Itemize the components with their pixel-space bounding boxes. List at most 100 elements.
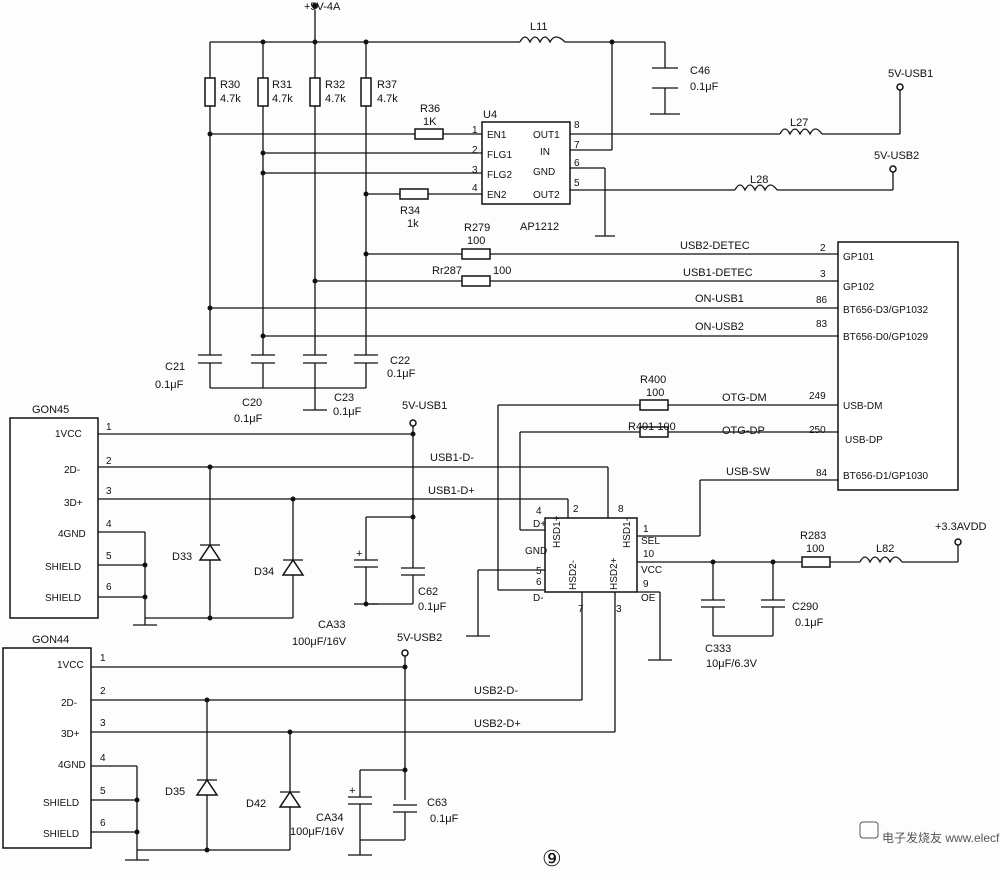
watermark-text: 电子发烧友 www.elecfans.com	[882, 830, 1000, 845]
gon45-num-6: 6	[106, 582, 112, 593]
gpio-pinnum-2: 2	[820, 243, 826, 254]
u4-pin-in: IN	[540, 147, 550, 158]
d35-label: D35	[165, 786, 185, 798]
gpio-pin-bt656-d3: BT656-D3/GP1032	[843, 305, 928, 316]
u4-pin-flg1: FLG1	[487, 150, 512, 161]
net-usb-sw: USB-SW	[726, 466, 771, 478]
u4-pinnum-7: 7	[574, 140, 580, 151]
gon45-num-1: 1	[106, 422, 112, 433]
ca34-ref: CA34	[316, 812, 344, 824]
switch-num-9: 9	[643, 579, 649, 590]
resistor-r279	[461, 248, 491, 260]
gon44-ref: GON44	[32, 634, 69, 646]
switch-num-7: 7	[578, 604, 584, 615]
switch-pin-hsd2-plus: HSD2+	[609, 557, 620, 590]
r36-value: 1K	[423, 116, 437, 128]
u4-pin-out1: OUT1	[533, 130, 560, 141]
u4-pinnum-3: 3	[472, 165, 478, 176]
watermark-logo-icon	[859, 821, 879, 839]
c63-value: 0.1μF	[430, 813, 459, 825]
processor-gpio-block	[837, 241, 959, 491]
switch-pin-hsd1-plus: HSD1+	[552, 515, 563, 548]
switch-num-10: 10	[643, 549, 655, 560]
u4-pinnum-8: 8	[574, 120, 580, 131]
gpio-pinnum-86: 86	[816, 295, 828, 306]
net-otg-dm: OTG-DM	[722, 392, 767, 404]
rr287-value: 100	[493, 265, 511, 277]
c23-ref: C23	[334, 392, 354, 404]
gon44-num-4: 4	[100, 753, 106, 764]
ic-usb-switch	[544, 517, 638, 593]
switch-pin-hsd2-minus: HSD2-	[568, 560, 579, 590]
diode-d34	[281, 558, 305, 576]
gon45-pin-4gnd: 4GND	[58, 529, 86, 540]
gon44-pin-4gnd: 4GND	[58, 760, 86, 771]
r37-ref: R37	[377, 79, 397, 91]
u4-pinnum-2: 2	[472, 145, 478, 156]
l82-label: L82	[876, 543, 894, 555]
connector-gon45	[9, 417, 99, 619]
c333-ref: C333	[705, 643, 731, 655]
vcc-5v-usb1-node	[409, 419, 417, 427]
net-usb2-dp: USB2-D+	[474, 718, 521, 730]
d34-label: D34	[254, 566, 274, 578]
r283-ref: R283	[800, 530, 826, 542]
r36-ref: R36	[420, 103, 440, 115]
gpio-pin-gp101: GP101	[843, 252, 875, 263]
switch-pin-gnd: GND	[525, 546, 547, 557]
r401-label: R401 100	[628, 421, 676, 433]
switch-pin-hsd1-minus: HSD1-	[622, 518, 633, 548]
r400-value: 100	[646, 387, 664, 399]
vcc-3v3-label: +3.3AVDD	[935, 521, 987, 533]
switch-pin-sel: SEL	[641, 536, 660, 547]
c20-ref: C20	[242, 397, 262, 409]
diode-d33	[198, 543, 222, 561]
switch-num-8: 8	[618, 504, 624, 515]
net-usb2-dm: USB2-D-	[474, 685, 518, 697]
switch-num-6: 6	[536, 577, 542, 588]
gpio-pinnum-83: 83	[816, 319, 828, 330]
ca33-ref: CA33	[318, 619, 346, 631]
gon44-num-1: 1	[100, 653, 106, 664]
gon45-ref: GON45	[32, 404, 69, 416]
gpio-pin-usb-dm: USB-DM	[843, 401, 882, 412]
c23-value: 0.1μF	[333, 406, 362, 418]
ca34-polarity: +	[349, 785, 355, 797]
diode-d35	[195, 778, 219, 796]
gon44-num-5: 5	[100, 786, 106, 797]
d33-label: D33	[172, 551, 192, 563]
gpio-pin-gp102: GP102	[843, 282, 875, 293]
vcc-5v-usb1-node-label: 5V-USB1	[402, 400, 447, 412]
r279-ref: R279	[464, 222, 490, 234]
gon45-pin-shield-6: SHIELD	[45, 593, 81, 604]
r34-ref: R34	[400, 205, 420, 217]
net-otg-dp: OTG-DP	[722, 425, 765, 437]
diode-d42	[278, 790, 302, 808]
switch-pin-dplus: D+	[533, 519, 546, 530]
gon45-num-5: 5	[106, 551, 112, 562]
vcc-5v-4a-label: +5V-4A	[304, 1, 341, 13]
gon45-num-4: 4	[106, 519, 112, 530]
resistor-r30	[204, 77, 216, 107]
gon44-pin-shield-5: SHIELD	[43, 798, 79, 809]
gon44-pin-2d-minus: 2D-	[61, 698, 77, 709]
vcc-3v3-terminal	[954, 538, 962, 546]
gpio-pinnum-250: 250	[809, 425, 826, 436]
figure-number: ⑨	[542, 846, 562, 871]
c62-ref: C62	[418, 586, 438, 598]
net-usb1-dm: USB1-D-	[430, 452, 474, 464]
vcc-5v-usb1-label: 5V-USB1	[888, 68, 933, 80]
switch-num-5: 5	[536, 566, 542, 577]
u4-pinnum-4: 4	[472, 183, 478, 194]
gon44-pin-shield-6: SHIELD	[43, 829, 79, 840]
gpio-pinnum-3: 3	[820, 269, 826, 280]
r31-ref: R31	[272, 79, 292, 91]
u4-pin-en1: EN1	[487, 130, 507, 141]
r283-value: 100	[806, 543, 824, 555]
switch-pin-vcc: VCC	[641, 565, 662, 576]
u4-ref: U4	[483, 109, 497, 121]
u4-pinnum-6: 6	[574, 158, 580, 169]
gpio-pin-bt656-d1: BT656-D1/GP1030	[843, 471, 928, 482]
c22-value: 0.1μF	[387, 368, 416, 380]
